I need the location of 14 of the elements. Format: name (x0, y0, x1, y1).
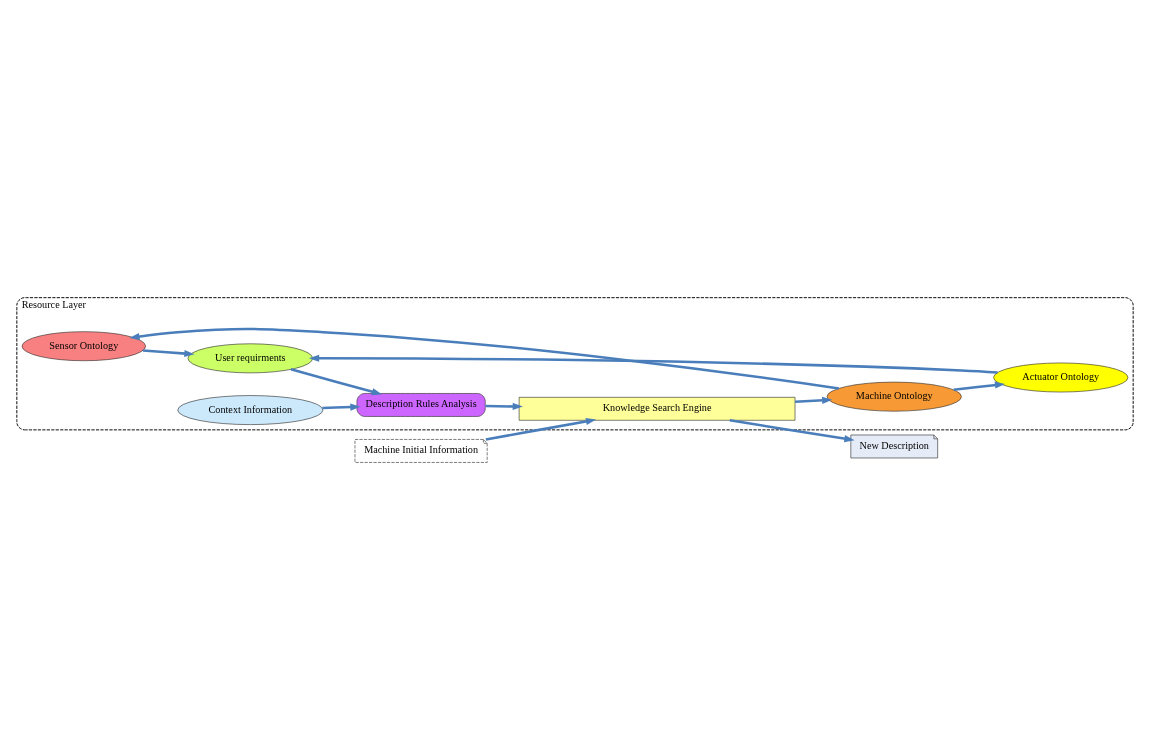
arrow (953, 381, 1006, 392)
node-ellipse: Machine Ontology (826, 381, 962, 412)
node-ellipse: User requirments (187, 343, 313, 374)
arrow (795, 396, 833, 404)
arrow (290, 368, 383, 396)
node-ellipse: Context Information (177, 395, 324, 425)
arrow (129, 327, 840, 390)
arrow (485, 417, 597, 441)
node-box: Description Rules Analysis (356, 393, 486, 417)
arrow (142, 349, 195, 358)
node-box: Knowledge Search Engine (518, 397, 796, 421)
arrow (322, 403, 361, 411)
arrow (308, 354, 998, 374)
arrow (485, 402, 523, 411)
